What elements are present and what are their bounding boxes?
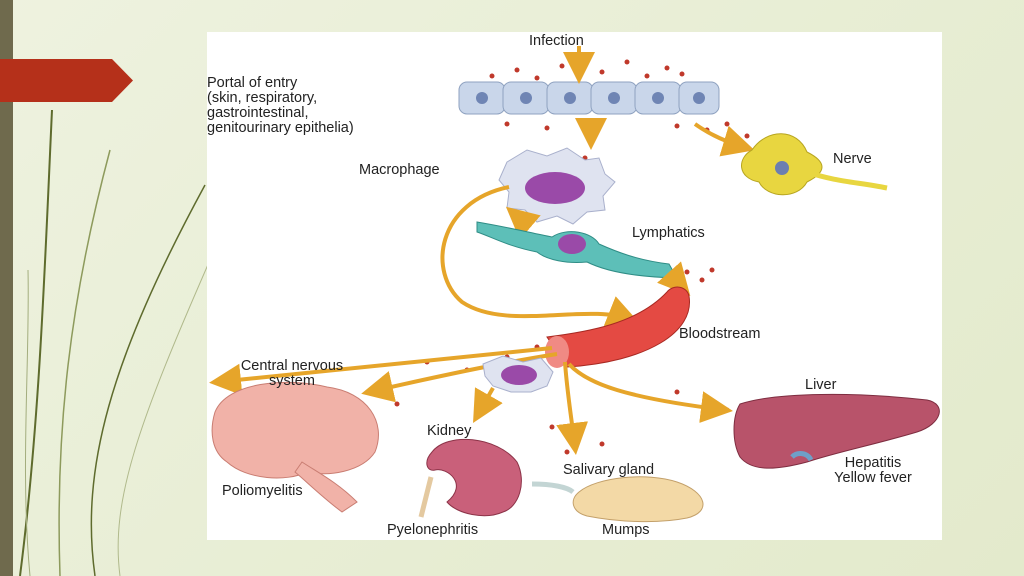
- left-sidebar-bar: [0, 0, 13, 576]
- decorative-curves: [19, 109, 211, 576]
- label-macrophage: Macrophage: [359, 162, 440, 178]
- macrophage-top: [498, 147, 616, 225]
- label-lymphatics: Lymphatics: [632, 225, 705, 241]
- kidney-organ: [418, 438, 522, 518]
- label-portal-of-entry: Portal of entry (skin, respiratory, gast…: [207, 75, 354, 136]
- viral-spread-diagram: Infection Portal of entry (skin, respira…: [207, 32, 942, 540]
- slide-accent-tab: [0, 59, 133, 102]
- salivary-gland-organ: [531, 476, 704, 523]
- label-mumps: Mumps: [602, 522, 650, 538]
- blood-vessel: [545, 286, 690, 368]
- label-bloodstream: Bloodstream: [679, 326, 761, 342]
- liver-organ: [733, 393, 940, 469]
- epithelium-layer: [458, 81, 720, 115]
- label-poliomyelitis: Poliomyelitis: [222, 483, 303, 499]
- label-nerve: Nerve: [833, 151, 872, 167]
- label-liver: Liver: [805, 377, 837, 393]
- label-infection: Infection: [529, 33, 584, 49]
- label-kidney: Kidney: [427, 423, 472, 439]
- diagram-artwork: [209, 46, 940, 523]
- macrophage-bottom: [482, 355, 554, 393]
- label-hepatitis-yellow-fever: Hepatitis Yellow fever: [834, 455, 912, 486]
- nerve-cell: [741, 133, 888, 196]
- label-central-nervous-system: Central nervous system: [240, 358, 344, 389]
- label-pyelonephritis: Pyelonephritis: [387, 522, 479, 538]
- label-salivary-gland: Salivary gland: [563, 462, 655, 478]
- brain-organ: [211, 381, 379, 513]
